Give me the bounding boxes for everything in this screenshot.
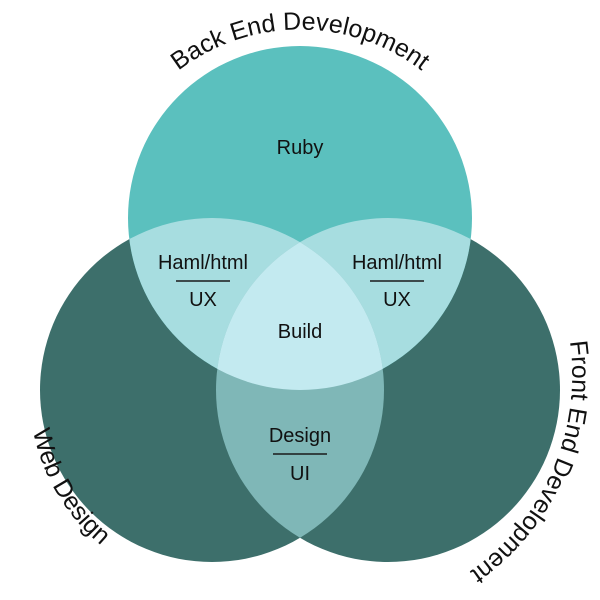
region-back-front-bottom: UX xyxy=(383,289,411,311)
region-web-front-bottom: UI xyxy=(290,463,310,485)
region-back-front-top: Haml/html xyxy=(352,252,442,274)
region-center: Build xyxy=(278,321,322,343)
region-back-web-bottom: UX xyxy=(189,289,217,311)
region-web-front-top: Design xyxy=(269,425,331,447)
region-back-web-top: Haml/html xyxy=(158,252,248,274)
center-overlap xyxy=(216,218,384,390)
region-back-end-only: Ruby xyxy=(277,137,324,159)
